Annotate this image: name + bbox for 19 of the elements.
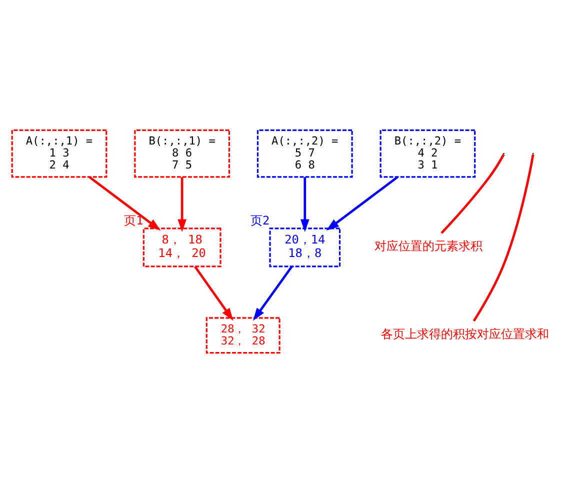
arrow <box>300 177 310 232</box>
node-box: 20，14 18，8 <box>269 228 341 268</box>
node-label: 页2 <box>250 213 270 228</box>
node-label: 页1 <box>124 213 144 228</box>
arrow <box>253 266 293 321</box>
node-box: 8， 18 14， 20 <box>142 228 222 268</box>
arrow <box>178 177 187 232</box>
node-text: 各页上求得的积按对应位置求和 <box>380 327 549 342</box>
node-text: 对应位置的元素求积 <box>374 239 483 254</box>
connector <box>472 154 534 322</box>
node-box: A(:,:,1) = 1 3 2 4 <box>11 129 108 178</box>
connector <box>440 154 505 234</box>
node-box: B(:,:,2) = 4 2 3 1 <box>380 129 476 178</box>
arrow <box>326 176 398 231</box>
arrow <box>194 266 234 321</box>
node-box: B(:,:,1) = 8 6 7 5 <box>134 129 230 178</box>
node-box: A(:,:,2) = 5 7 6 8 <box>256 129 353 178</box>
node-box: 28， 32 32， 28 <box>206 317 280 354</box>
arrow <box>88 176 161 231</box>
